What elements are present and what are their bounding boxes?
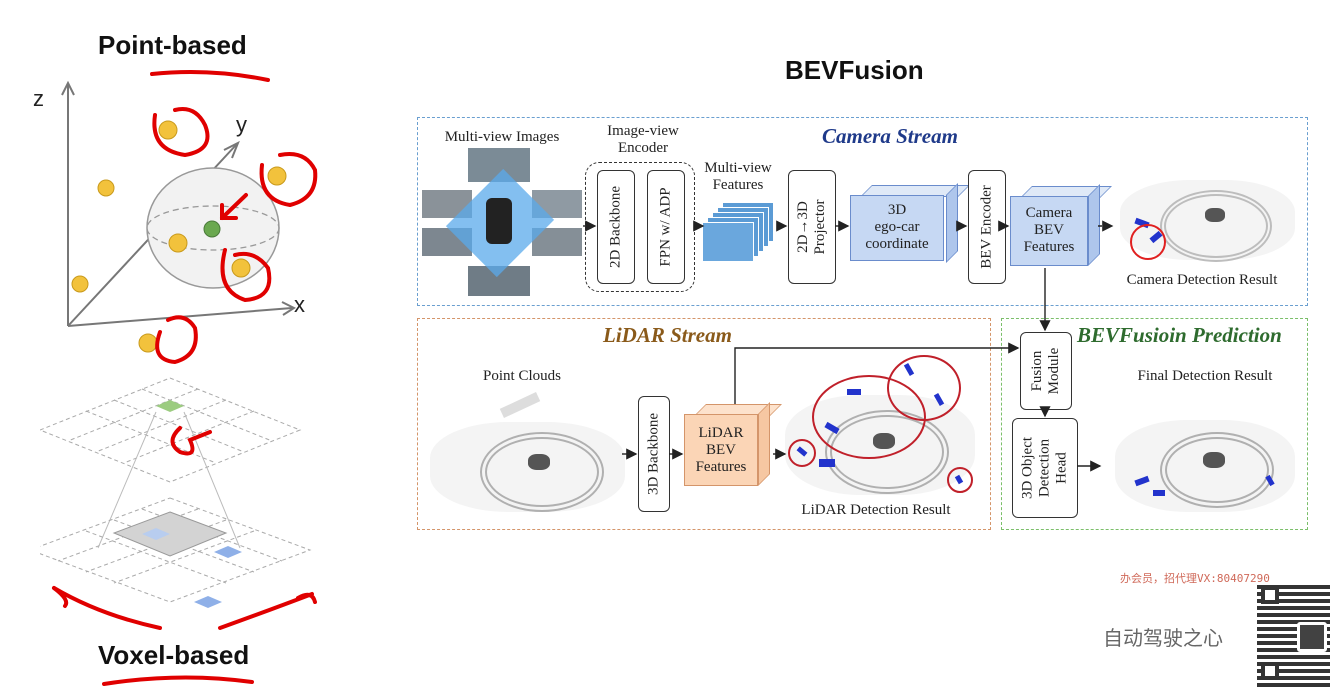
multiview-images <box>422 148 582 296</box>
lidar-detection-scan <box>785 355 980 500</box>
lidar-stream-region <box>417 318 991 530</box>
multiview-features-stack <box>702 202 778 264</box>
final-detection-result-label: Final Detection Result <box>1137 368 1273 384</box>
voxel-cell-green <box>156 400 184 412</box>
fusion-prediction-title: BEVFusioin Prediction <box>1077 323 1282 347</box>
axis-z-label: z <box>33 86 44 111</box>
camera-detection-result-label: Camera Detection Result <box>1126 272 1278 288</box>
camera-stream-region <box>417 117 1308 306</box>
camera-detection-scan <box>1120 150 1300 265</box>
point-cloud-scan <box>430 392 630 517</box>
point-based-illustration: z y x <box>33 70 318 365</box>
point-marker <box>168 233 188 253</box>
axis-y-label: y <box>236 112 247 137</box>
fusion-prediction-region <box>1001 318 1308 530</box>
point-marker <box>231 258 251 278</box>
axis-x-label: x <box>294 292 305 317</box>
2d-backbone-block: 2D Backbone <box>597 170 635 284</box>
final-detection-scan <box>1115 392 1300 517</box>
qr-code-icon[interactable] <box>1257 582 1330 687</box>
watermark-brand: 自动驾驶之心 <box>1103 626 1223 650</box>
ego-car-icon <box>486 198 512 244</box>
lidar-detection-result-label: LiDAR Detection Result <box>801 502 951 518</box>
point-based-title: Point-based <box>98 30 247 60</box>
lidar-stream-title: LiDAR Stream <box>603 323 732 347</box>
fpn-adp-block: FPN w/ ADP <box>647 170 685 284</box>
point-marker <box>267 166 287 186</box>
main-title: BEVFusion <box>785 55 924 85</box>
voxel-based-title: Voxel-based <box>98 640 250 670</box>
underline-annotation <box>102 675 254 686</box>
watermark-red-text: 办会员，招代理VX:80407290 <box>1120 572 1270 585</box>
point-marker <box>158 120 178 140</box>
point-marker <box>71 275 89 293</box>
multiview-images-label: Multi-view Images <box>444 129 560 145</box>
camera-stream-title: Camera Stream <box>822 124 958 148</box>
voxel-based-illustration <box>40 377 317 630</box>
point-marker <box>97 179 115 197</box>
point-clouds-label: Point Clouds <box>483 368 561 384</box>
center-point-marker <box>203 220 221 238</box>
